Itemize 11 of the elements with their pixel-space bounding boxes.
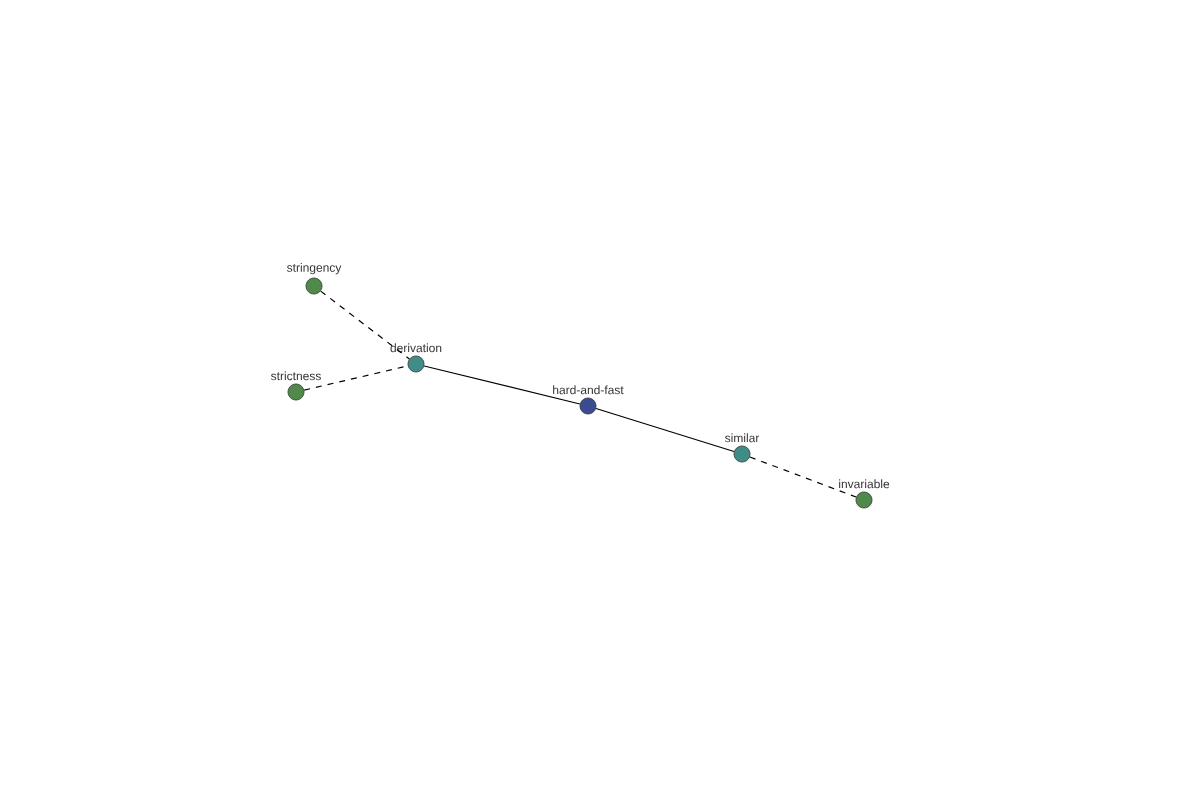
connector-line [320,290,410,360]
node-circle [390,343,442,373]
node-circle [553,385,624,415]
connector-line [423,365,581,405]
connector-line [303,365,409,391]
node-circle [725,433,760,463]
node-circle [271,371,321,401]
connector-line [749,456,857,498]
connector-line [595,407,735,453]
node-circle [287,263,342,295]
node-circle [839,479,890,509]
